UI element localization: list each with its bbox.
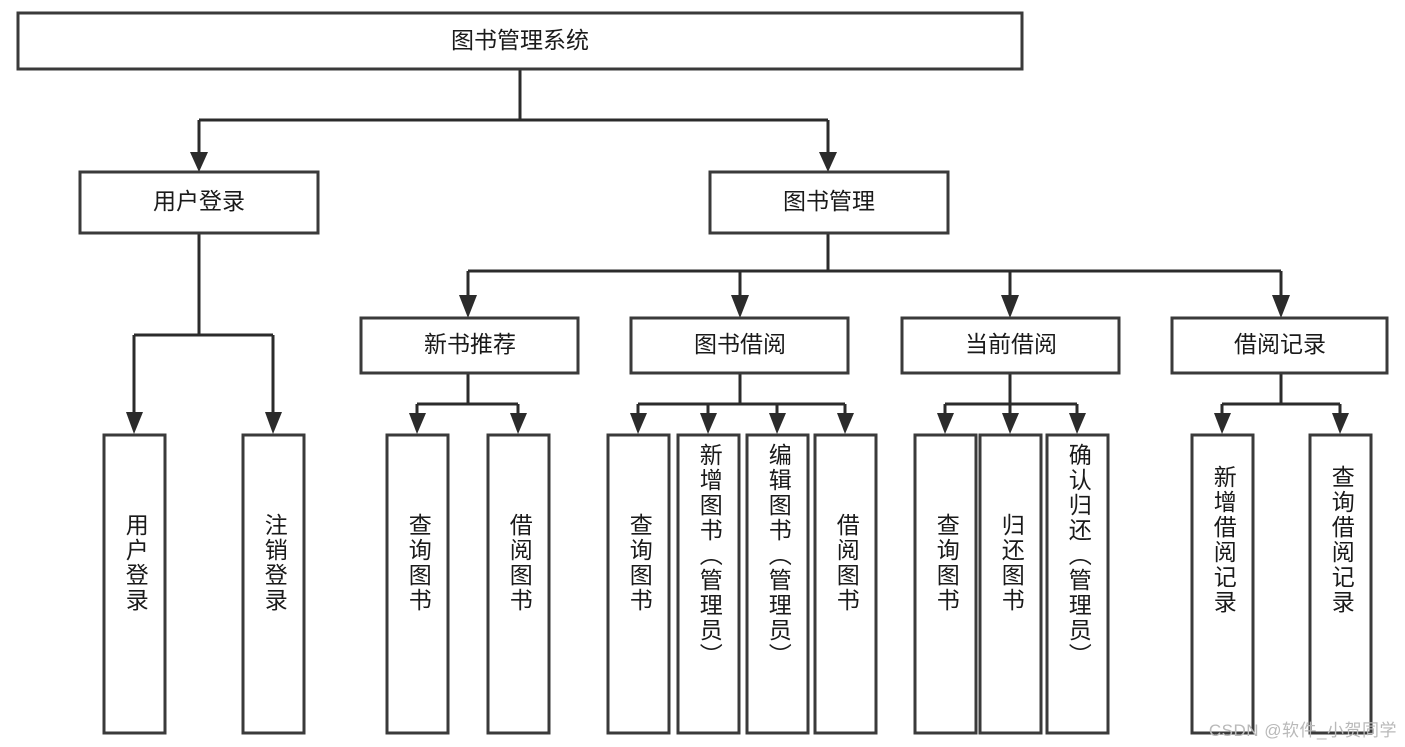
arrow-head-leaf-borrow-book-2 [837,413,854,434]
arrow-head-leaf-add-book [700,413,717,434]
node-box-leaf-add-record[interactable] [1190,433,1255,735]
arrow-head-current-borrow [1001,295,1019,318]
node-label-current-borrow: 当前借阅 [965,331,1057,357]
node-box-leaf-query-book-2[interactable] [606,433,671,735]
arrow-head-leaf-query-record [1332,413,1349,434]
node-box-leaf-query-book-3[interactable] [913,433,978,735]
connector-group-book-manage [459,233,1290,318]
node-label-root: 图书管理系统 [451,27,589,53]
connector-group-borrow-record [1214,373,1349,434]
arrow-head-leaf-user-login [126,412,143,434]
node-box-leaf-borrow-book-2[interactable] [813,433,878,735]
node-label-book-manage: 图书管理 [783,188,875,214]
arrow-head-leaf-confirm-return [1069,413,1086,434]
arrow-head-book-manage [819,152,837,172]
arrow-head-leaf-add-record [1214,413,1231,434]
node-box-leaf-query-record[interactable] [1308,433,1373,735]
node-label-user-login: 用户登录 [153,188,245,214]
arrow-head-leaf-logout-login [265,412,282,434]
arrow-head-borrow-record [1272,295,1290,318]
arrow-head-leaf-edit-book [769,413,786,434]
arrow-head-leaf-query-book-1 [409,413,426,434]
connector-group-new-book-recommend [409,373,527,434]
node-box-leaf-query-book-1[interactable] [385,433,450,735]
node-box-borrow-record[interactable] [1170,316,1389,375]
node-box-leaf-return-book[interactable] [978,433,1043,735]
node-box-root[interactable] [16,11,1024,71]
node-label-new-book-recommend: 新书推荐 [424,331,516,357]
node-box-book-borrow[interactable] [629,316,850,375]
connector-group-user-login [126,233,282,434]
watermark-text: CSDN @软件_小贺同学 [1208,721,1397,740]
arrow-head-user-login [190,152,208,172]
connector-group-current-borrow [937,373,1086,434]
arrow-head-leaf-query-book-3 [937,413,954,434]
node-box-leaf-confirm-return[interactable] [1045,433,1110,735]
node-box-user-login[interactable] [78,170,320,235]
node-box-leaf-logout-login[interactable] [241,433,306,735]
arrow-head-leaf-return-book [1002,413,1019,434]
node-label-borrow-record: 借阅记录 [1234,331,1326,357]
connector-group-book-borrow [630,373,854,434]
node-box-book-manage[interactable] [708,170,950,235]
node-box-new-book-recommend[interactable] [359,316,580,375]
arrow-head-new-book-recommend [459,295,477,318]
node-box-current-borrow[interactable] [900,316,1121,375]
node-box-leaf-edit-book[interactable] [745,433,810,735]
node-box-leaf-user-login[interactable] [102,433,167,735]
node-label-book-borrow: 图书借阅 [694,331,786,357]
node-box-leaf-borrow-book-1[interactable] [486,433,551,735]
arrow-head-book-borrow [731,295,749,318]
arrow-head-leaf-borrow-book-1 [510,413,527,434]
arrow-head-leaf-query-book-2 [630,413,647,434]
connector-group-root [190,69,837,172]
node-box-leaf-add-book[interactable] [676,433,741,735]
